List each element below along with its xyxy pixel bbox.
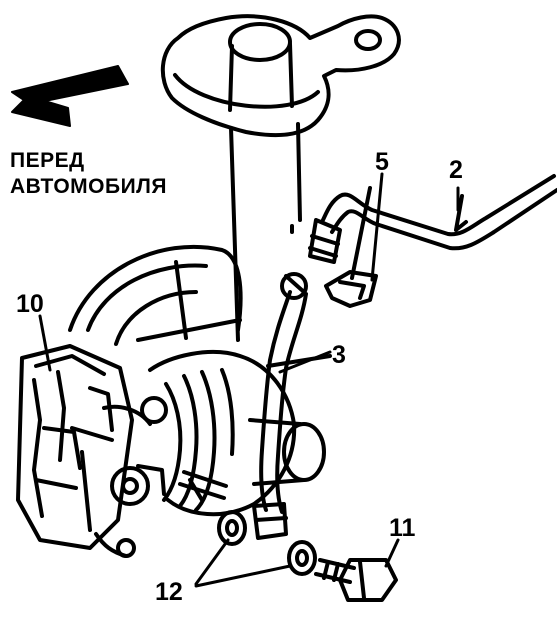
callout-3-brake-hose: 3 [332,341,346,369]
caliper-bracket-bolt [178,470,228,502]
steering-knuckle [148,349,326,517]
front-direction-label-line1: ПЕРЕД [10,149,85,172]
retaining-clip [324,186,378,308]
callout-12-sealing-washers: 12 [155,578,183,606]
sealing-washer-upper [217,510,247,546]
pipe-union-nut [308,218,342,264]
callout-5-retaining-clip: 5 [375,148,389,176]
front-direction-arrow-icon [11,65,129,127]
callout-10-brake-caliper: 10 [16,290,44,318]
brake-caliper [16,344,168,558]
strut-tube [228,22,302,342]
strut-mount-plate [160,14,401,138]
leader-lines [38,172,460,588]
callout-11-banjo-bolt: 11 [389,514,416,542]
front-direction-label-line2: АВТОМОБИЛЯ [10,175,168,198]
hose-end-fitting [252,502,288,540]
banjo-bolt [314,558,398,602]
callout-2-brake-pipe: 2 [449,156,463,184]
dust-shield [68,244,243,346]
sealing-washer-lower [287,540,317,576]
brake-pipe [320,174,557,251]
